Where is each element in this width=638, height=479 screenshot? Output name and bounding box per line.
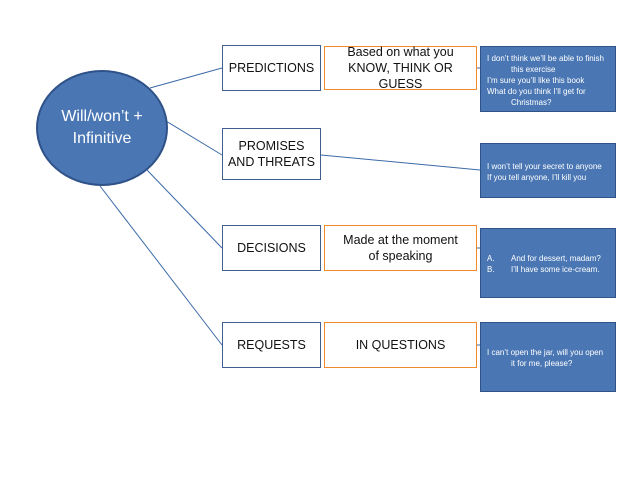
example-predictions-line: this exercise bbox=[511, 65, 556, 74]
category-predictions-box: PREDICTIONS bbox=[222, 45, 321, 91]
example-decisions-box: A. And for dessert, madam? B. I’ll have … bbox=[480, 228, 616, 298]
category-promises-line-1: PROMISES bbox=[238, 139, 305, 153]
note-decisions-box: Made at the moment of speaking bbox=[324, 225, 477, 271]
example-decisions-letter: A. bbox=[487, 254, 495, 263]
example-predictions-box: I don’t think we’ll be able to finish th… bbox=[480, 46, 616, 112]
central-topic-ellipse: Will/won’t + Infinitive bbox=[36, 70, 168, 186]
connector-ellipse-promises bbox=[160, 117, 223, 156]
example-decisions-text: I’ll have some ice-cream. bbox=[511, 265, 600, 274]
example-predictions-line: I don’t think we’ll be able to finish bbox=[487, 54, 604, 63]
connector-ellipse-requests bbox=[99, 185, 223, 346]
note-predictions-box: Based on what you KNOW, THINK OR GUESS bbox=[324, 45, 477, 91]
example-requests-line: I can’t open the jar, will you open bbox=[487, 348, 604, 357]
category-requests-box: REQUESTS bbox=[222, 322, 321, 368]
example-predictions-line: What do you think I’ll get for bbox=[487, 87, 586, 96]
example-requests-line: it for me, please? bbox=[511, 359, 573, 368]
note-decisions-line-2: of speaking bbox=[368, 249, 433, 263]
example-predictions-line: I’m sure you’ll like this book bbox=[487, 76, 585, 85]
category-promises-line-2: AND THREATS bbox=[227, 155, 316, 169]
category-predictions-label: PREDICTIONS bbox=[228, 61, 315, 75]
category-requests-label: REQUESTS bbox=[237, 338, 306, 352]
connector-ellipse-decisions bbox=[146, 169, 223, 249]
example-decisions-line: B. I’ll have some ice-cream. bbox=[487, 264, 611, 275]
connector-promises-example bbox=[320, 154, 481, 171]
example-decisions-text: And for dessert, madam? bbox=[511, 254, 601, 263]
connector-ellipse-predictions bbox=[149, 67, 223, 89]
example-predictions-line: Christmas? bbox=[511, 98, 552, 107]
category-decisions-box: DECISIONS bbox=[222, 225, 321, 271]
example-promises-line: If you tell anyone, I’ll kill you bbox=[487, 172, 587, 182]
example-decisions-line: A. And for dessert, madam? bbox=[487, 253, 611, 264]
example-requests-box: I can’t open the jar, will you open it f… bbox=[480, 322, 616, 392]
central-topic-line-2: Infinitive bbox=[72, 130, 132, 147]
example-promises-box: I won’t tell your secret to anyone If yo… bbox=[480, 143, 616, 198]
note-requests-label: IN QUESTIONS bbox=[355, 338, 446, 352]
category-promises-box: PROMISES AND THREATS bbox=[222, 128, 321, 180]
note-predictions-line-2: KNOW, THINK OR GUESS bbox=[348, 61, 453, 91]
note-decisions-line-1: Made at the moment bbox=[343, 233, 458, 247]
note-predictions-line-1: Based on what you bbox=[347, 45, 454, 59]
note-requests-box: IN QUESTIONS bbox=[324, 322, 477, 368]
category-decisions-label: DECISIONS bbox=[237, 241, 306, 255]
example-decisions-letter: B. bbox=[487, 265, 495, 274]
example-promises-line: I won’t tell your secret to anyone bbox=[487, 161, 602, 171]
central-topic-line-1: Will/won’t + bbox=[61, 108, 143, 125]
